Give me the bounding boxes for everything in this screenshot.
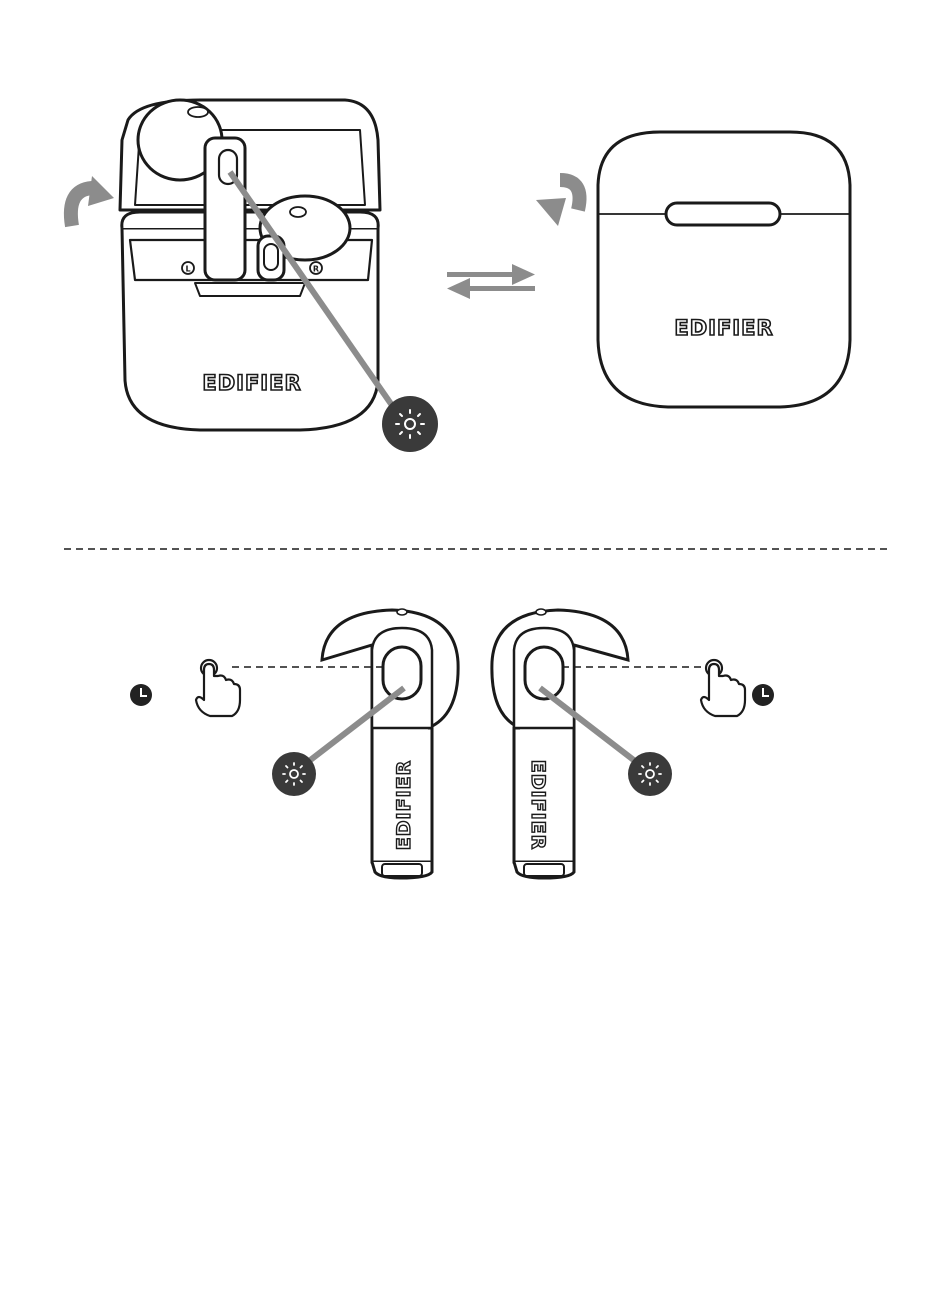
case-label-right: R (313, 265, 319, 274)
curved-arrow-icon (71, 188, 92, 226)
brand-logo-open-case: EDIFIER (202, 371, 301, 395)
curved-arrow-icon-head (88, 176, 114, 206)
closed-case (598, 132, 850, 407)
case-label-left: L (185, 265, 190, 274)
left-earbud (322, 609, 458, 878)
finger-tap-icon (701, 660, 745, 716)
curved-arrow-icon-head (536, 198, 566, 226)
brand-logo-left-earbud: EDIFIER (393, 760, 415, 850)
led-light-icon (382, 396, 438, 452)
led-light-icon (628, 752, 672, 796)
bidirectional-arrows-icon (447, 264, 535, 299)
clock-icon (752, 684, 774, 706)
brand-logo-right-earbud: EDIFIER (527, 760, 549, 850)
led-light-icon (272, 752, 316, 796)
clock-icon (130, 684, 152, 706)
finger-tap-icon (196, 660, 240, 716)
brand-logo-closed-case: EDIFIER (674, 316, 773, 340)
